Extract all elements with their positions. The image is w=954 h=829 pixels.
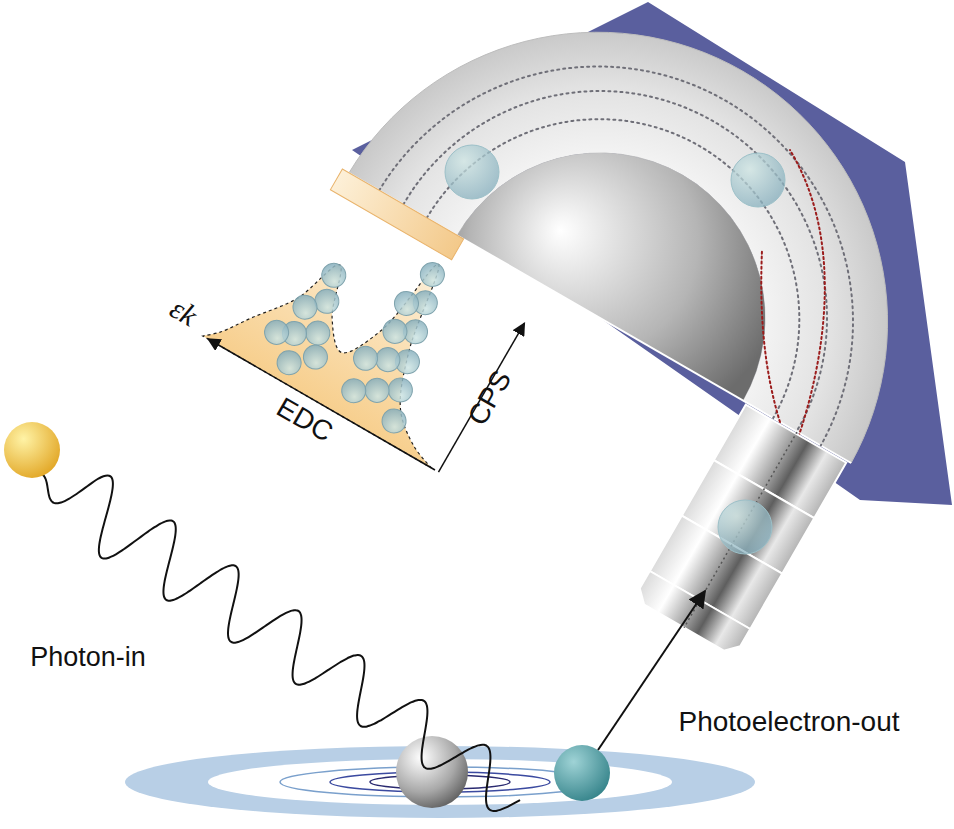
axis-label: εk <box>166 293 203 332</box>
detector <box>330 169 463 260</box>
inner-hemisphere <box>457 153 765 401</box>
count-ball <box>337 374 370 407</box>
beam-label: Photoelectron-out <box>678 708 899 736</box>
cps-axis <box>438 323 524 472</box>
photoelectron <box>554 745 610 801</box>
photon-wave <box>42 474 520 811</box>
count-ball <box>289 291 322 324</box>
electron-balls <box>445 145 785 554</box>
count-ball <box>260 316 293 349</box>
beam-label: Photon-in <box>30 644 146 671</box>
edc-axis <box>208 339 435 470</box>
count-ball <box>317 259 350 292</box>
photon-source <box>4 422 60 478</box>
sample <box>125 736 755 818</box>
count-ball <box>378 405 411 438</box>
count-ball <box>349 342 382 375</box>
count-ball <box>390 287 423 320</box>
count-ball <box>273 346 306 379</box>
count-ball <box>416 258 449 291</box>
lens-column <box>634 403 847 657</box>
edc-plot <box>203 180 529 472</box>
count-ball <box>379 315 412 348</box>
axis-label: CPS <box>463 366 516 430</box>
count-ball <box>299 341 332 374</box>
